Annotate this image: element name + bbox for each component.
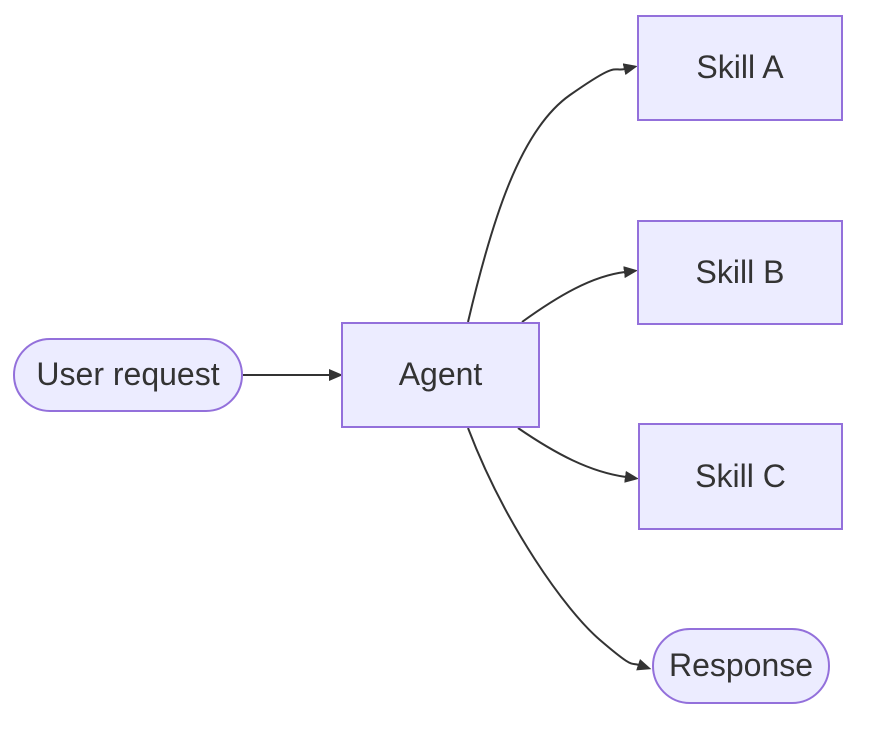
node-response: Response	[652, 628, 830, 704]
edge-agent-to-response	[467, 427, 652, 671]
node-skill-b-label: Skill B	[695, 253, 785, 290]
node-user-request: User request	[13, 338, 243, 412]
node-user-request-label: User request	[36, 356, 220, 393]
edge-agent-to-skill-c	[517, 427, 639, 483]
node-skill-b: Skill B	[637, 220, 843, 325]
node-skill-c-label: Skill C	[695, 457, 786, 494]
node-response-label: Response	[668, 647, 814, 684]
node-skill-a-label: Skill A	[696, 49, 784, 86]
edge-agent-to-skill-a	[467, 63, 638, 323]
node-skill-c: Skill C	[638, 423, 843, 530]
node-agent: Agent	[341, 322, 540, 428]
edge-agent-to-skill-b	[521, 266, 638, 323]
node-skill-a: Skill A	[637, 15, 843, 121]
node-agent-label: Agent	[398, 356, 483, 393]
